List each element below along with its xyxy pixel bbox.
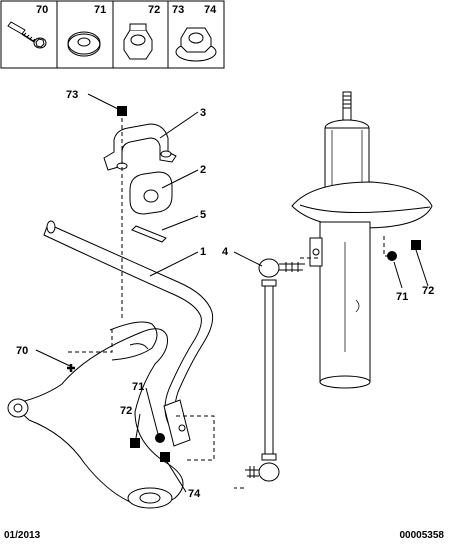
footer-date: 01/2013	[4, 530, 41, 541]
fastener-markers	[67, 106, 421, 462]
screw-icon	[7, 21, 47, 49]
callout-3: 3	[200, 107, 206, 119]
anti-roll-bar	[43, 220, 214, 447]
callout-71-left: 71	[132, 381, 144, 393]
marker-72-left-square	[130, 438, 140, 448]
lower-control-arm	[7, 321, 184, 509]
callout-74-left: 74	[188, 488, 201, 500]
legend-label-72: 72	[148, 4, 160, 16]
bar-clamp-bracket	[103, 123, 177, 171]
callout-71-right: 71	[396, 291, 408, 303]
marker-71-left-dot	[155, 433, 165, 443]
drop-link	[245, 258, 305, 482]
marker-74-left-square	[160, 452, 170, 462]
marker-70-plus	[67, 364, 75, 372]
callout-5: 5	[200, 209, 206, 221]
legend-label-74: 74	[204, 4, 217, 16]
callout-72-left: 72	[120, 405, 132, 417]
shock-absorber-strut	[291, 91, 433, 389]
legend-label-73: 73	[172, 4, 184, 16]
leader-lines	[35, 93, 429, 493]
assembly-guide-lines	[68, 118, 392, 489]
footer-reference-number: 00005358	[399, 530, 445, 541]
marker-71-right-dot	[387, 251, 397, 261]
callout-72-right: 72	[422, 285, 434, 297]
marker-73-square	[117, 106, 127, 116]
nut-icon	[123, 23, 153, 60]
spacer-shim	[131, 225, 167, 243]
flanged-nut-icon	[175, 27, 217, 62]
legend-header: 70 71 72 73 74	[0, 0, 225, 69]
legend-label-71: 71	[94, 4, 106, 16]
callout-labels: 73 3 2 5 1 4 70 71 72 74 71 72	[16, 89, 434, 500]
callout-70: 70	[16, 345, 28, 357]
washer-icon	[67, 31, 101, 57]
marker-72-right-square	[411, 240, 421, 250]
callout-2: 2	[200, 164, 206, 176]
callout-4: 4	[222, 246, 229, 258]
callout-73: 73	[66, 89, 78, 101]
callout-1: 1	[200, 246, 206, 258]
legend-label-70: 70	[36, 4, 48, 16]
rubber-bush	[129, 171, 173, 215]
